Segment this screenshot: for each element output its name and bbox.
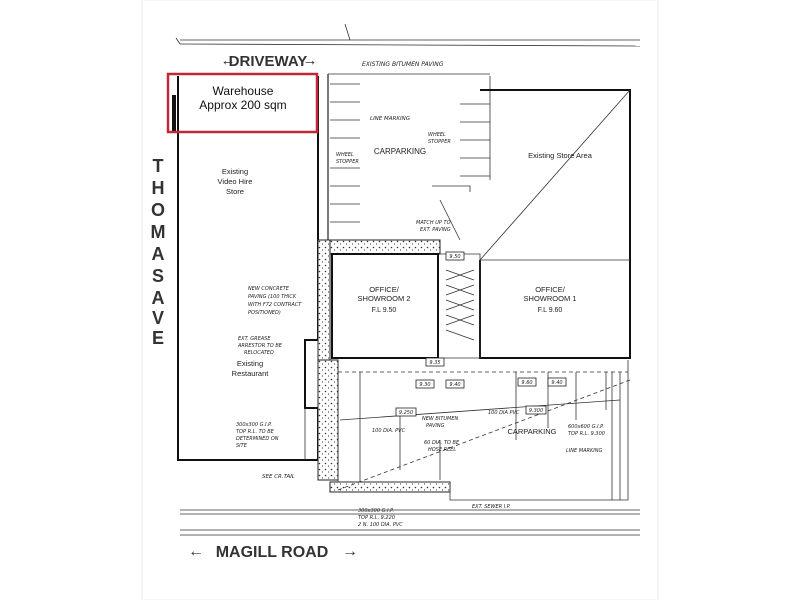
office2-level: F.L 9.50 — [372, 307, 397, 314]
note-match-2: EXT. PAVING — [420, 227, 451, 233]
note-wheel-stopper-r2: STOPPER — [428, 139, 451, 145]
note-concrete-3: WITH F72 CONTRACT — [248, 302, 302, 308]
note-concrete-1: NEW CONCRETE — [248, 286, 290, 292]
ave-letter-2: E — [152, 328, 164, 348]
office2-line1: OFFICE/ — [369, 285, 399, 294]
road-lines — [180, 509, 640, 536]
level-4: 9.40 — [449, 382, 460, 388]
level-3: 9.30 — [419, 382, 430, 388]
thomas-letter-0: T — [153, 156, 164, 176]
ave-letter-0: A — [152, 288, 165, 308]
level-2: 9.300 — [529, 408, 543, 414]
concrete-paving — [317, 239, 451, 493]
warehouse-area: Approx 200 sqm — [199, 98, 287, 112]
note-bottom-pit-3: 2 N. 100 DIA. PVC — [358, 522, 403, 528]
video-store-line3: Store — [226, 187, 244, 196]
note-bitumen: EXISTING BITUMEN PAVING — [362, 61, 444, 68]
thomas-letter-5: S — [152, 266, 164, 286]
note-wheel-stopper-r1: WHEEL — [428, 132, 446, 138]
office-showroom-1: OFFICE/ SHOWROOM 1 F.L 9.60 — [524, 285, 577, 314]
warehouse-highlight — [166, 72, 319, 134]
note-line-marking-2: LINE MARKING — [566, 448, 602, 454]
note-pvc100b: 100 DIA PVC — [488, 410, 520, 416]
restaurant-line1: Existing — [237, 359, 263, 368]
magill-text: MAGILL ROAD — [216, 544, 329, 561]
note-pit-3: DETERMINED ON — [236, 436, 279, 442]
note-sewer: EXT. SEWER I.P. — [472, 504, 511, 510]
magill-left-arrow-icon: ← — [188, 543, 204, 560]
thomas-ave-label: T H O M A S A V E — [151, 156, 166, 348]
video-store-line1: Existing — [222, 167, 248, 176]
note-wheel-stopper-l1: WHEEL — [336, 152, 354, 158]
note-gip600-2: TOP R.L. 9.300 — [568, 431, 605, 437]
note-pit-1: 300x300 G.I.P. — [236, 422, 272, 428]
carpark-top: CARPARKING — [327, 73, 491, 241]
note-pit-2: TOP R.L. TO BE — [236, 429, 275, 435]
driveway-left-arrow-icon: ← — [221, 52, 236, 69]
note-bottom-pit-2: TOP R.L. 9.220 — [358, 515, 395, 521]
left-building: Existing Video Hire Store Existing Resta… — [172, 76, 319, 461]
carparking-top-label: CARPARKING — [374, 147, 426, 156]
level-6: 9.40 — [551, 380, 562, 386]
office-showroom-2: OFFICE/ SHOWROOM 2 F.L 9.50 — [331, 253, 439, 359]
top-boundary — [175, 23, 641, 47]
annotations: EXISTING BITUMEN PAVING LINE MARKING WHE… — [236, 61, 605, 528]
ramp — [440, 253, 481, 359]
note-pvc100: 100 DIA. PVC — [372, 428, 406, 434]
note-grease-1: EXT. GREASE — [238, 336, 271, 342]
office1-level: F.L 9.60 — [538, 307, 563, 314]
office2-line2: SHOWROOM 2 — [358, 294, 411, 303]
thomas-letter-2: O — [151, 200, 165, 220]
level-1: 9.250 — [399, 410, 413, 416]
note-bottom-pit-1: 300x300 G.I.P. — [358, 508, 394, 514]
carparking-bottom-label: CARPARKING — [507, 427, 556, 436]
note-line-marking: LINE MARKING — [370, 116, 410, 122]
thomas-letter-1: H — [152, 178, 165, 198]
level-markers: 9.50 9.250 9.300 9.30 9.40 9.60 9.40 9.3… — [395, 251, 567, 417]
store-area: Existing Store Area — [479, 89, 631, 359]
carpark-bottom: CARPARKING — [337, 360, 631, 501]
warehouse-label: Warehouse Approx 200 sqm — [178, 84, 308, 112]
note-pit-4: SITE — [236, 443, 248, 449]
note-kerb: SEE CR.TAIL — [262, 474, 295, 480]
thomas-letter-3: M — [151, 222, 166, 242]
sheet-border — [141, 0, 659, 600]
note-new-bitumen-1: NEW BITUMEN — [422, 416, 459, 422]
store-area-label: Existing Store Area — [528, 151, 593, 160]
magill-right-arrow-icon: → — [342, 543, 358, 560]
note-match-1: MATCH UP TO — [416, 220, 451, 226]
warehouse-title: Warehouse — [212, 84, 274, 98]
restaurant-line2: Restaurant — [232, 369, 270, 378]
office1-line2: SHOWROOM 1 — [524, 294, 577, 303]
driveway-label: ← DRIVEWAY → — [221, 52, 318, 70]
note-grease-2: ARRESTOR TO BE — [237, 343, 283, 349]
magill-road-label: ← MAGILL ROAD → — [188, 543, 358, 561]
office1-line1: OFFICE/ — [535, 285, 565, 294]
note-grease-3: RELOCATED — [244, 350, 274, 356]
note-pvc60-1: 60 DIA. TO BE — [424, 440, 460, 446]
level-5: 9.60 — [521, 380, 532, 386]
video-store-line2: Video Hire — [218, 177, 253, 186]
driveway-right-arrow-icon: → — [303, 52, 318, 69]
note-new-bitumen-2: PAVING — [426, 423, 445, 429]
thomas-letter-4: A — [152, 244, 165, 264]
note-pvc60-2: HOSE REEL — [428, 447, 456, 453]
ave-letter-1: V — [152, 308, 164, 328]
note-wheel-stopper-l2: STOPPER — [336, 159, 359, 165]
note-gip600-1: 600x600 G.I.P. — [568, 424, 604, 430]
level-0: 9.50 — [449, 254, 460, 260]
driveway-text: DRIVEWAY — [229, 53, 308, 70]
level-7: 9.35 — [429, 360, 440, 366]
note-concrete-4: POSITIONED) — [248, 310, 281, 316]
note-concrete-2: PAVING (100 THICK — [248, 294, 297, 300]
